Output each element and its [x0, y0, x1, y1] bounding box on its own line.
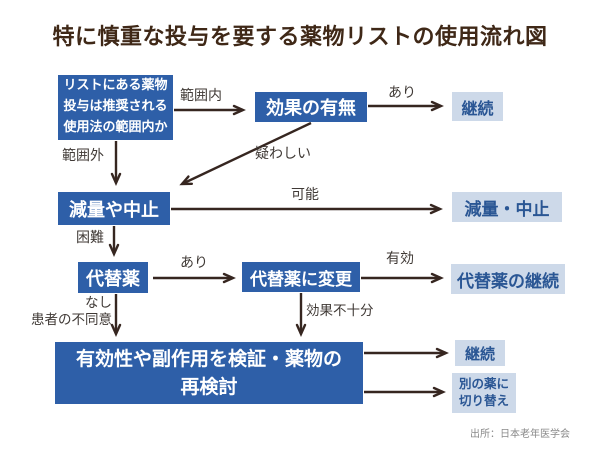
node-reduce-stop-result-label: 減量・中止 [464, 199, 550, 220]
edge-label-in-range: 範囲内 [180, 88, 222, 104]
node-alternative-continue-label: 代替薬の継続 [457, 271, 559, 292]
edge-label-yes-effect: あり [388, 85, 416, 101]
node-change-alternative-label: 代替薬に変更 [250, 269, 352, 290]
edge-label-yes-alternative: あり [180, 255, 208, 271]
node-review: 有効性や副作用を検証・薬物の再検討 [55, 342, 363, 404]
node-start-line1: リストにある薬物 [63, 78, 168, 94]
node-change-alternative: 代替薬に変更 [242, 262, 360, 292]
node-alternative-continue: 代替薬の継続 [451, 264, 565, 294]
node-continue-bottom-label: 継続 [464, 344, 495, 363]
edge-label-effective: 有効 [386, 251, 414, 267]
edge-label-possible: 可能 [291, 187, 319, 203]
node-alternative: 代替薬 [78, 262, 148, 293]
source-note: 出所：日本老年医学会 [470, 429, 570, 440]
node-switch-drug-line1: 別の薬に [458, 376, 509, 392]
edge-label-patient-disagreement: 患者の不同意 [31, 311, 112, 328]
node-continue-bottom: 継続 [455, 340, 505, 366]
node-switch-drug-line2: 切り替え [458, 393, 509, 408]
edge-label-none-disagreement: なし 患者の不同意 [20, 295, 112, 329]
node-effect-label: 効果の有無 [266, 98, 356, 119]
node-alternative-label: 代替薬 [86, 268, 140, 290]
node-start: リストにある薬物 投与は推奨される 使用法の範囲内か [58, 75, 173, 140]
edge-label-insufficient-effect: 効果不十分 [306, 303, 374, 319]
arrow-doubtful [179, 121, 312, 186]
node-start-line3: 使用法の範囲内か [63, 119, 168, 135]
node-reduce-or-stop-label: 減量や中止 [69, 199, 159, 221]
page-title: 特に慎重な投与を要する薬物リストの使用流れ図 [52, 25, 548, 50]
node-review-line2: 再検討 [180, 376, 238, 398]
edge-label-none: なし [85, 295, 112, 311]
node-review-line1: 有効性や副作用を検証・薬物の [75, 347, 342, 370]
node-reduce-or-stop: 減量や中止 [58, 192, 170, 225]
node-continue-top: 継続 [452, 92, 503, 121]
edge-label-difficult: 困難 [76, 230, 104, 246]
node-effect: 効果の有無 [255, 92, 367, 122]
node-continue-top-label: 継続 [461, 98, 494, 118]
edge-label-out-of-range: 範囲外 [62, 148, 104, 164]
node-start-line2: 投与は推奨される [63, 99, 168, 115]
node-reduce-stop-result: 減量・中止 [452, 192, 562, 222]
node-switch-drug: 別の薬に 切り替え [452, 373, 516, 413]
edge-label-doubtful: 疑わしい [255, 146, 311, 162]
